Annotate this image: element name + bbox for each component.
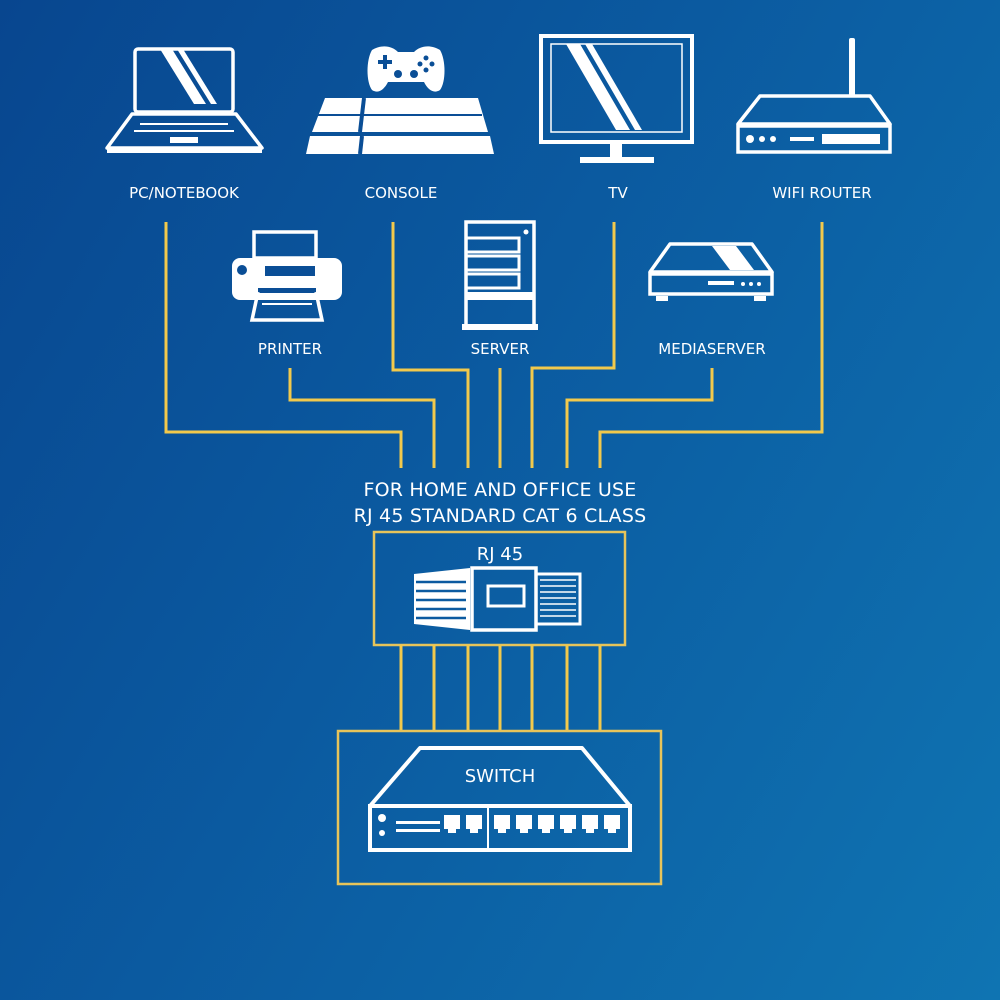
cable-console — [391, 222, 470, 468]
cable-mediaserver — [565, 368, 714, 468]
switch-frame — [336, 729, 663, 886]
tv-label: TV — [607, 184, 628, 202]
switch-label: SWITCH — [465, 766, 536, 787]
cable-tv — [530, 222, 616, 468]
cable-lines — [164, 222, 824, 468]
switch-leds — [396, 821, 440, 832]
device-console: CONSOLE — [306, 46, 494, 202]
device-tv: TV — [539, 34, 694, 202]
caption-line-1: FOR HOME AND OFFICE USE — [364, 479, 637, 501]
rj45-connector-box: RJ 45 — [372, 530, 627, 647]
media-server-icon — [648, 242, 774, 301]
cable-printer — [288, 368, 436, 468]
switch-ports — [444, 815, 620, 833]
server-label: SERVER — [471, 340, 530, 358]
rj45-plug-icon — [414, 566, 582, 632]
console-label: CONSOLE — [365, 184, 438, 202]
cable-pc — [164, 222, 403, 468]
mediaserver-label: MEDIASERVER — [658, 340, 765, 358]
device-printer: PRINTER — [232, 230, 342, 358]
game-console-icon — [306, 46, 494, 155]
laptop-icon — [105, 47, 264, 153]
device-mediaserver: MEDIASERVER — [648, 242, 774, 358]
device-router: WIFI ROUTER — [736, 38, 892, 202]
rj45-label: RJ 45 — [477, 544, 523, 565]
tv-icon — [539, 34, 694, 163]
network-switch-icon — [368, 746, 632, 852]
wifi-router-icon — [736, 38, 892, 154]
router-label: WIFI ROUTER — [772, 184, 871, 202]
printer-label: PRINTER — [258, 340, 322, 358]
switch-box: SWITCH — [336, 729, 663, 886]
printer-icon — [232, 230, 342, 322]
caption-line-2: RJ 45 STANDARD CAT 6 CLASS — [354, 505, 647, 527]
rj45-cores — [399, 645, 602, 731]
cable-router — [598, 222, 824, 468]
pc-label: PC/NOTEBOOK — [129, 184, 240, 202]
server-icon — [462, 220, 538, 330]
device-server: SERVER — [462, 220, 538, 358]
device-pc: PC/NOTEBOOK — [105, 47, 264, 202]
